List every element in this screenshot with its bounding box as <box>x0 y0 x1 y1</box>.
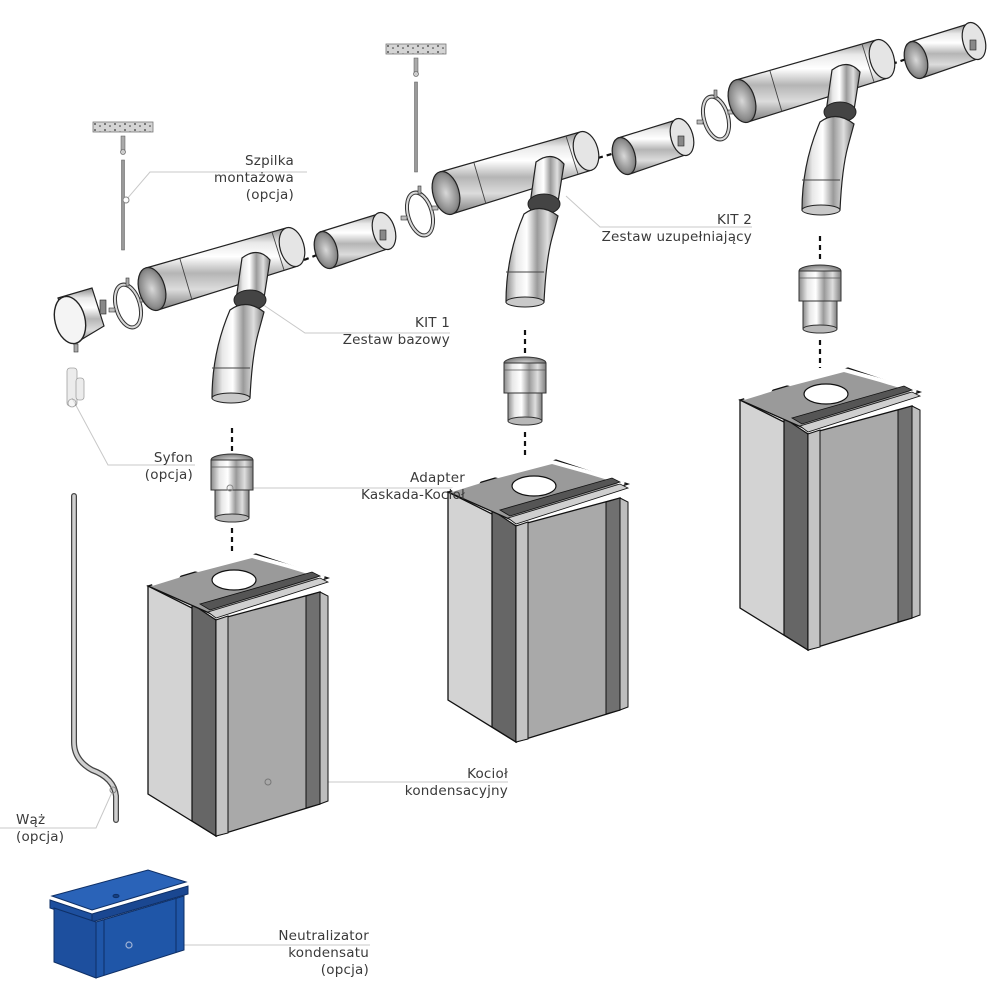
adapter-icon <box>798 264 842 334</box>
leader-lines <box>0 171 752 946</box>
label-mounting-rod: Szpilka montażowa (opcja) <box>214 153 294 203</box>
straight-pipe-icon <box>309 209 401 272</box>
mounting-rod-icon <box>385 43 447 173</box>
neutralizer-box-icon <box>49 869 189 979</box>
tee-pipe-icon <box>132 223 310 404</box>
label-siphon: Syfon (opcja) <box>144 450 193 483</box>
end-cap-icon <box>53 287 107 353</box>
siphon-icon <box>66 367 85 408</box>
straight-pipe-icon <box>899 19 991 82</box>
label-hose: Wąż (opcja) <box>16 812 65 845</box>
label-kit2: KIT 2 Zestaw uzupełniający <box>601 212 752 245</box>
mounting-rod-icon <box>92 121 154 251</box>
label-boiler: Kocioł kondensacyjny <box>404 766 508 799</box>
label-kit1: KIT 1 Zestaw bazowy <box>342 315 450 348</box>
adapter-icon <box>503 356 547 426</box>
boiler-icon <box>738 366 922 652</box>
label-adapter: Adapter Kaskada-Kocioł <box>361 470 465 503</box>
boiler-icon <box>446 458 630 744</box>
assembly-dashes <box>230 55 913 552</box>
tee-pipe-icon <box>722 35 900 216</box>
tee-pipe-icon <box>426 127 604 308</box>
straight-pipe-icon <box>607 115 699 178</box>
adapter-icon <box>210 453 254 523</box>
boiler-icon <box>146 552 330 838</box>
label-neutralizer: Neutralizator kondensatu (opcja) <box>278 928 369 978</box>
hose-icon <box>71 493 119 823</box>
